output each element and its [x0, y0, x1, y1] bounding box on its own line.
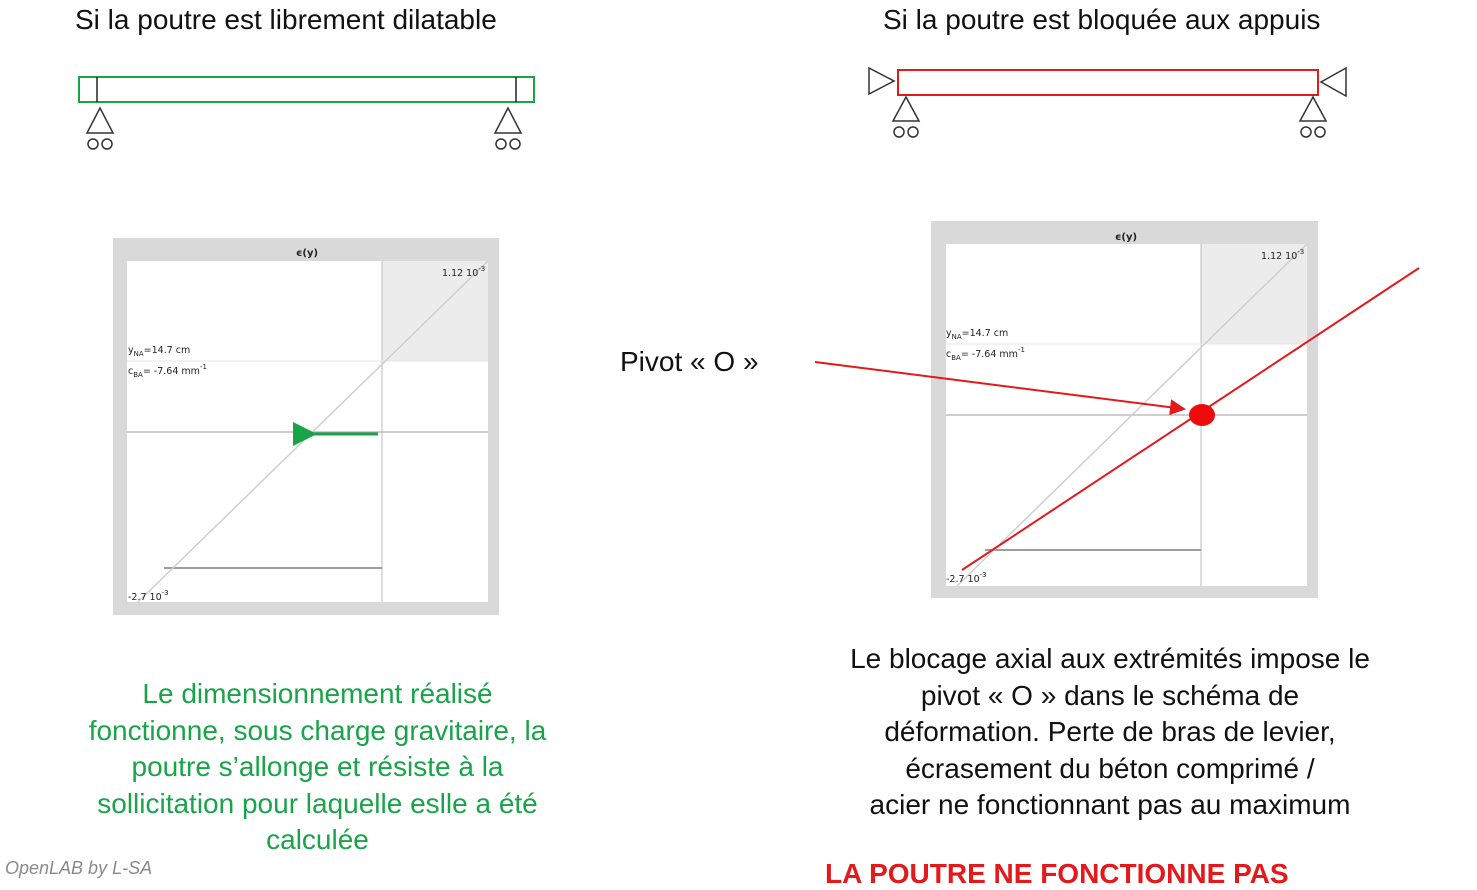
curvature-label: cBA= -7.64 mm-1 [128, 363, 207, 379]
axial-block-right-icon [1319, 66, 1347, 98]
free-beam [78, 76, 535, 103]
pivot-o-label: Pivot « O » [620, 346, 759, 377]
explanation-line: acier ne fonctionnant pas au maximum [869, 789, 1351, 820]
top-strain-label: 1.12 10-3 [1261, 248, 1304, 262]
explanation-line: écrasement du béton comprimé / [905, 752, 1315, 784]
explanation-line: Le blocage axial aux extrémités impose l… [850, 643, 1370, 674]
pivot-pointer-arrow-icon [814, 361, 1186, 416]
strain-graph-left: ϵ(y) 1.12 10-3 yNA=14.7 cm cBA= -7.64 mm… [113, 238, 499, 615]
explanation-line: déformation. Perte de bras de levier, [884, 716, 1336, 747]
conclusion-line: poutre s’allonge et résiste à la [131, 751, 504, 782]
bottom-strain-label: -2.7 10-3 [946, 571, 987, 585]
conclusion-line: sollicitation pour laquelle eslle a été [97, 787, 538, 819]
pivot-o-marker [1189, 404, 1215, 426]
roller-support-right-icon [1298, 95, 1328, 138]
bottom-strain-label: -2.7 10-3 [128, 589, 169, 603]
blocked-beam-diagram [868, 66, 1347, 138]
strain-line [956, 243, 1308, 587]
roller-support-left-icon [85, 106, 115, 150]
right-scenario-title: Si la poutre est bloquée aux appuis [883, 4, 1321, 35]
explanation-line: pivot « O » dans le schéma de [920, 679, 1300, 711]
neutral-axis-label: yNA=14.7 cm [128, 345, 190, 358]
right-explanation-text: Le blocage axial aux extrémités impose l… [790, 641, 1430, 824]
roller-support-right-icon [493, 106, 523, 150]
left-scenario-title: Si la poutre est librement dilatable [75, 4, 497, 35]
blocked-beam [897, 69, 1319, 96]
roller-support-left-icon [891, 95, 921, 138]
curvature-label: cBA= -7.64 mm-1 [946, 346, 1025, 362]
graph-title: ϵ(y) [1115, 232, 1137, 243]
footer-credit: OpenLAB by L-SA [5, 858, 153, 878]
neutral-axis-label: yNA=14.7 cm [946, 328, 1008, 341]
failure-conclusion: LA POUTRE NE FONCTIONNE PAS [825, 858, 1289, 889]
left-conclusion-text: Le dimensionnement réalisé fonctionne, s… [40, 676, 595, 859]
conclusion-line: Le dimensionnement réalisé [142, 678, 493, 709]
top-strain-label: 1.12 10-3 [442, 265, 485, 279]
conclusion-line: calculée [266, 824, 369, 855]
strain-graph-right: ϵ(y) 1.12 10-3 yNA=14.7 cm cBA= -7.64 mm… [931, 221, 1318, 598]
axial-block-left-icon [868, 66, 896, 96]
conclusion-line: fonctionne, sous charge gravitaire, la [88, 714, 547, 746]
graph-title: ϵ(y) [296, 248, 318, 259]
free-beam-diagram [78, 76, 535, 150]
